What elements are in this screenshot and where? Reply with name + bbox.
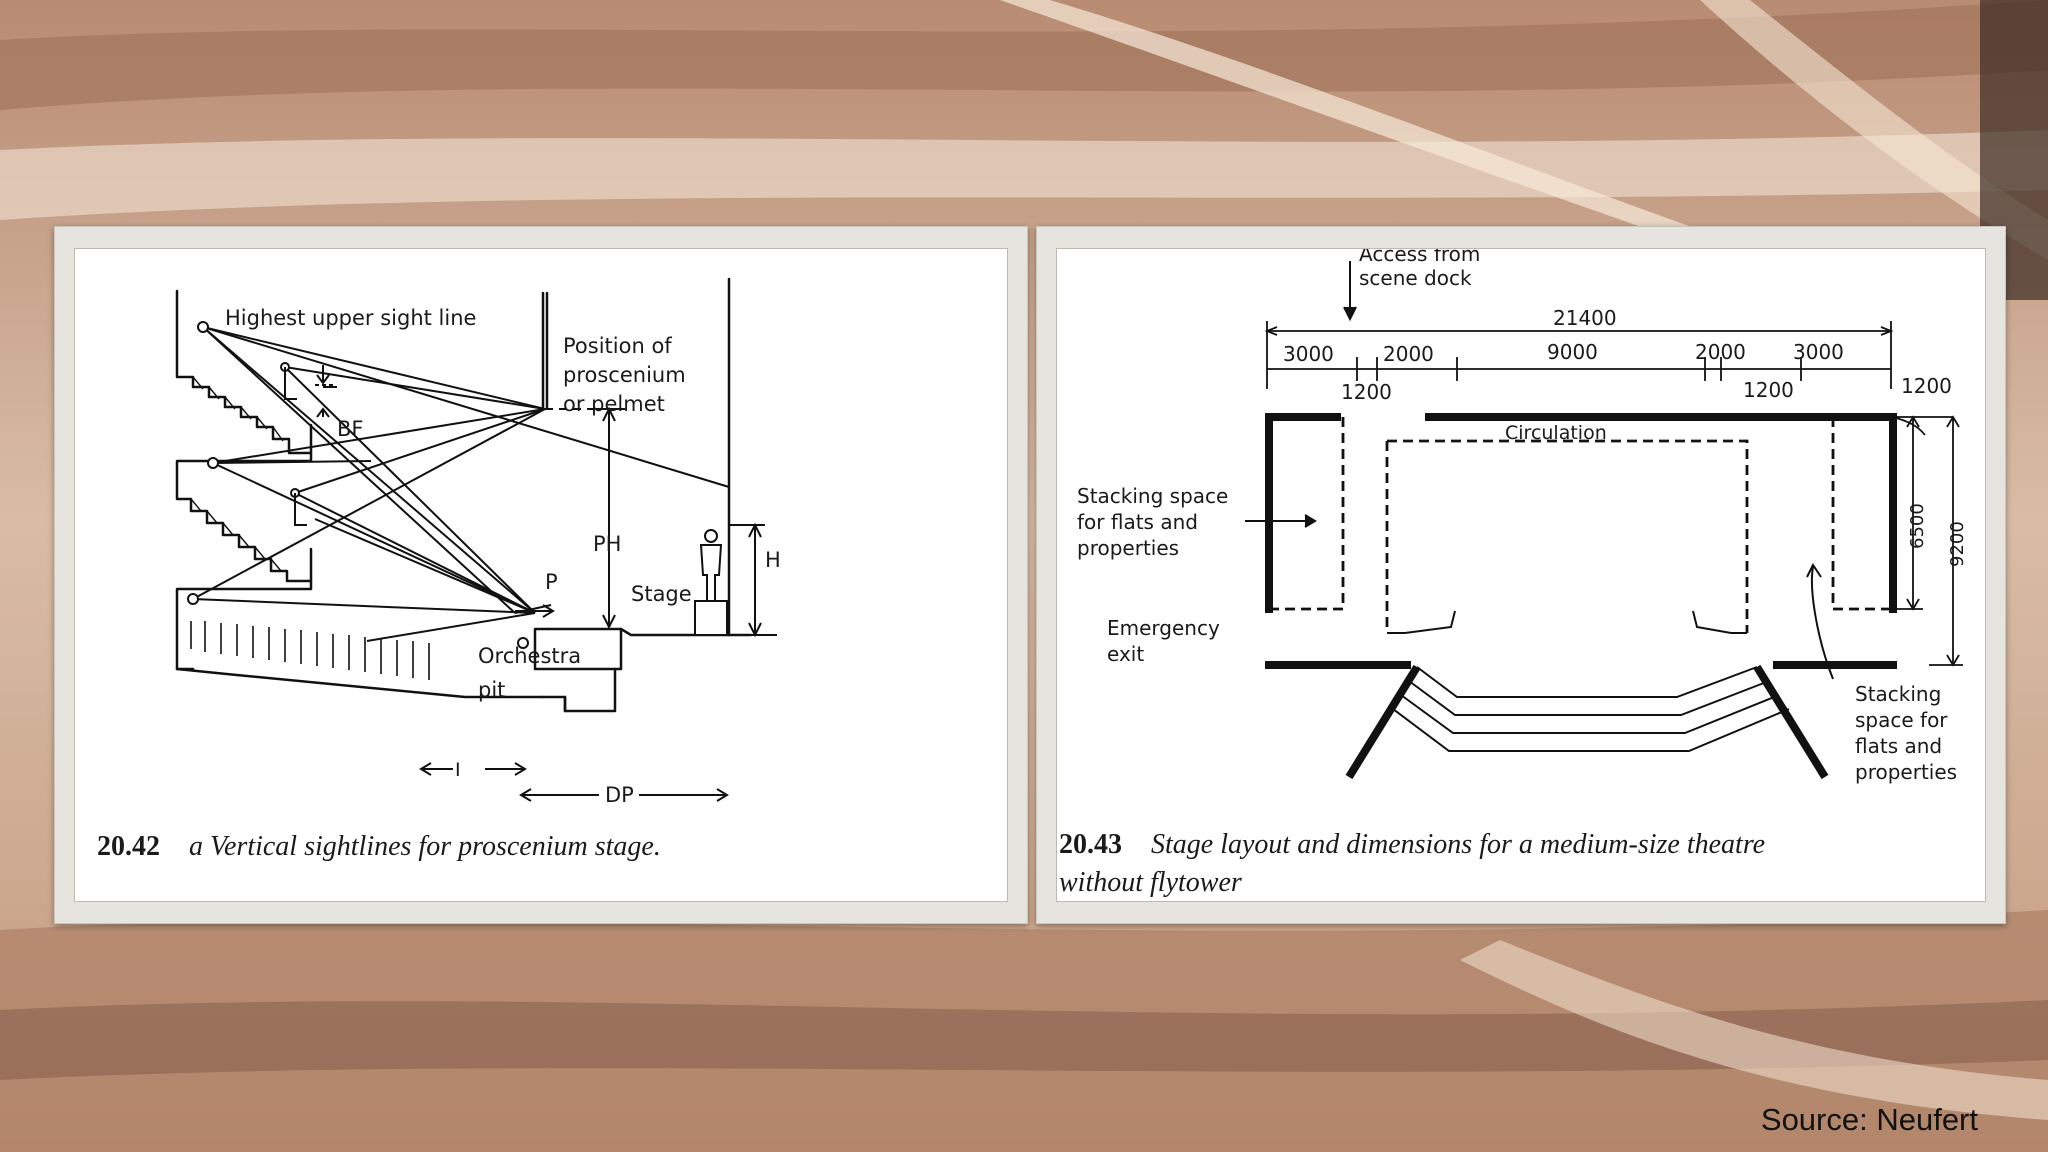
label-position-line2: proscenium <box>563 363 686 387</box>
label-circulation: Circulation <box>1505 422 1607 444</box>
apron-walls <box>1345 664 1829 780</box>
top-dimension-lines <box>1264 321 1894 389</box>
dashed-outlines <box>1269 417 1893 633</box>
dim-9200: 9200 <box>1947 521 1968 567</box>
dim-2000-right: 2000 <box>1695 340 1746 364</box>
right-figure-frame: Access from scene dock 21400 3000 2000 9… <box>1036 226 2006 924</box>
label-access-line1: Access from <box>1359 249 1480 266</box>
apron-steps <box>1392 666 1790 752</box>
dim-9000: 9000 <box>1547 340 1598 364</box>
left-figure-frame: Highest upper sight line Position of pro… <box>54 226 1028 924</box>
label-highest-sight-line: Highest upper sight line <box>225 306 476 330</box>
label-orchestra: Orchestra <box>478 644 581 668</box>
dim-1200-left: 1200 <box>1341 380 1392 404</box>
label-i: I <box>455 759 461 781</box>
label-emergency-line2: exit <box>1107 642 1144 666</box>
dp-dimension <box>519 788 729 802</box>
label-h: H <box>765 548 781 572</box>
dim-3000-right: 3000 <box>1793 340 1844 364</box>
h-dimension <box>729 522 777 638</box>
label-stacking-right-line4: properties <box>1855 760 1957 784</box>
label-access-line2: scene dock <box>1359 266 1472 290</box>
label-p: P <box>545 570 558 594</box>
dim-21400: 21400 <box>1553 306 1617 330</box>
label-ph: PH <box>593 532 621 556</box>
caption-number-left: 20.42 <box>97 831 160 862</box>
stage-walls <box>1265 413 1897 669</box>
caption-text-left: a Vertical sightlines for proscenium sta… <box>189 831 661 862</box>
label-stacking-left-line2: for flats and <box>1077 510 1198 534</box>
upper-balcony-outline <box>175 289 313 455</box>
standing-actor-icon <box>694 529 728 636</box>
seated-figure-icons <box>284 367 307 526</box>
dim-3000-left: 3000 <box>1283 342 1334 366</box>
right-vertical-dimensions <box>1892 415 1963 667</box>
stacking-arrow-right <box>1806 563 1834 680</box>
middle-balcony-outline <box>175 451 313 583</box>
label-position-line1: Position of <box>563 334 672 358</box>
stalls-seating-lines <box>190 621 430 680</box>
stacking-arrow-left <box>1245 514 1317 528</box>
stage-floor <box>546 627 753 637</box>
source-credit: Source: Neufert <box>1760 1102 1978 1137</box>
label-stacking-left-line1: Stacking space <box>1077 484 1228 508</box>
label-dp: DP <box>605 783 634 807</box>
caption-line1-right: Stage layout and dimensions for a medium… <box>1151 829 1765 860</box>
dim-1200-mid: 1200 <box>1743 378 1794 402</box>
stage-layout-diagram: Access from scene dock 21400 3000 2000 9… <box>1059 249 1968 898</box>
observer-points <box>187 321 529 649</box>
orchestra-pit-outline <box>533 627 617 713</box>
bf-dimension <box>315 365 333 418</box>
access-arrow <box>1343 261 1357 322</box>
stalls-floor <box>175 667 545 699</box>
label-pit: pit <box>478 678 505 702</box>
label-bf: BF <box>337 417 364 441</box>
dim-2000-left: 2000 <box>1383 342 1434 366</box>
label-emergency-line1: Emergency <box>1107 616 1220 640</box>
left-figure-panel: Highest upper sight line Position of pro… <box>74 248 1008 902</box>
ph-dimension <box>595 406 625 630</box>
right-figure-panel: Access from scene dock 21400 3000 2000 9… <box>1056 248 1986 902</box>
label-stage: Stage <box>631 582 692 606</box>
label-stacking-right-line3: flats and <box>1855 734 1942 758</box>
caption-number-right: 20.43 <box>1059 829 1122 860</box>
label-position-line3: or pelmet <box>563 392 665 416</box>
stalls-outline <box>175 579 313 671</box>
dim-6500: 6500 <box>1907 503 1928 549</box>
p-arrow <box>515 604 555 618</box>
label-stacking-left-line3: properties <box>1077 536 1179 560</box>
side-stage-edges <box>1387 610 1747 634</box>
caption-line2-right: without flytower <box>1059 867 1242 898</box>
sightlines-diagram: Highest upper sight line Position of pro… <box>97 277 781 862</box>
label-stacking-right-line1: Stacking <box>1855 682 1941 706</box>
dim-1200-right: 1200 <box>1901 374 1952 398</box>
i-dimension <box>419 762 527 776</box>
label-stacking-right-line2: space for <box>1855 708 1948 732</box>
balcony-step-hatch <box>190 376 284 572</box>
sight-lines <box>192 326 730 642</box>
